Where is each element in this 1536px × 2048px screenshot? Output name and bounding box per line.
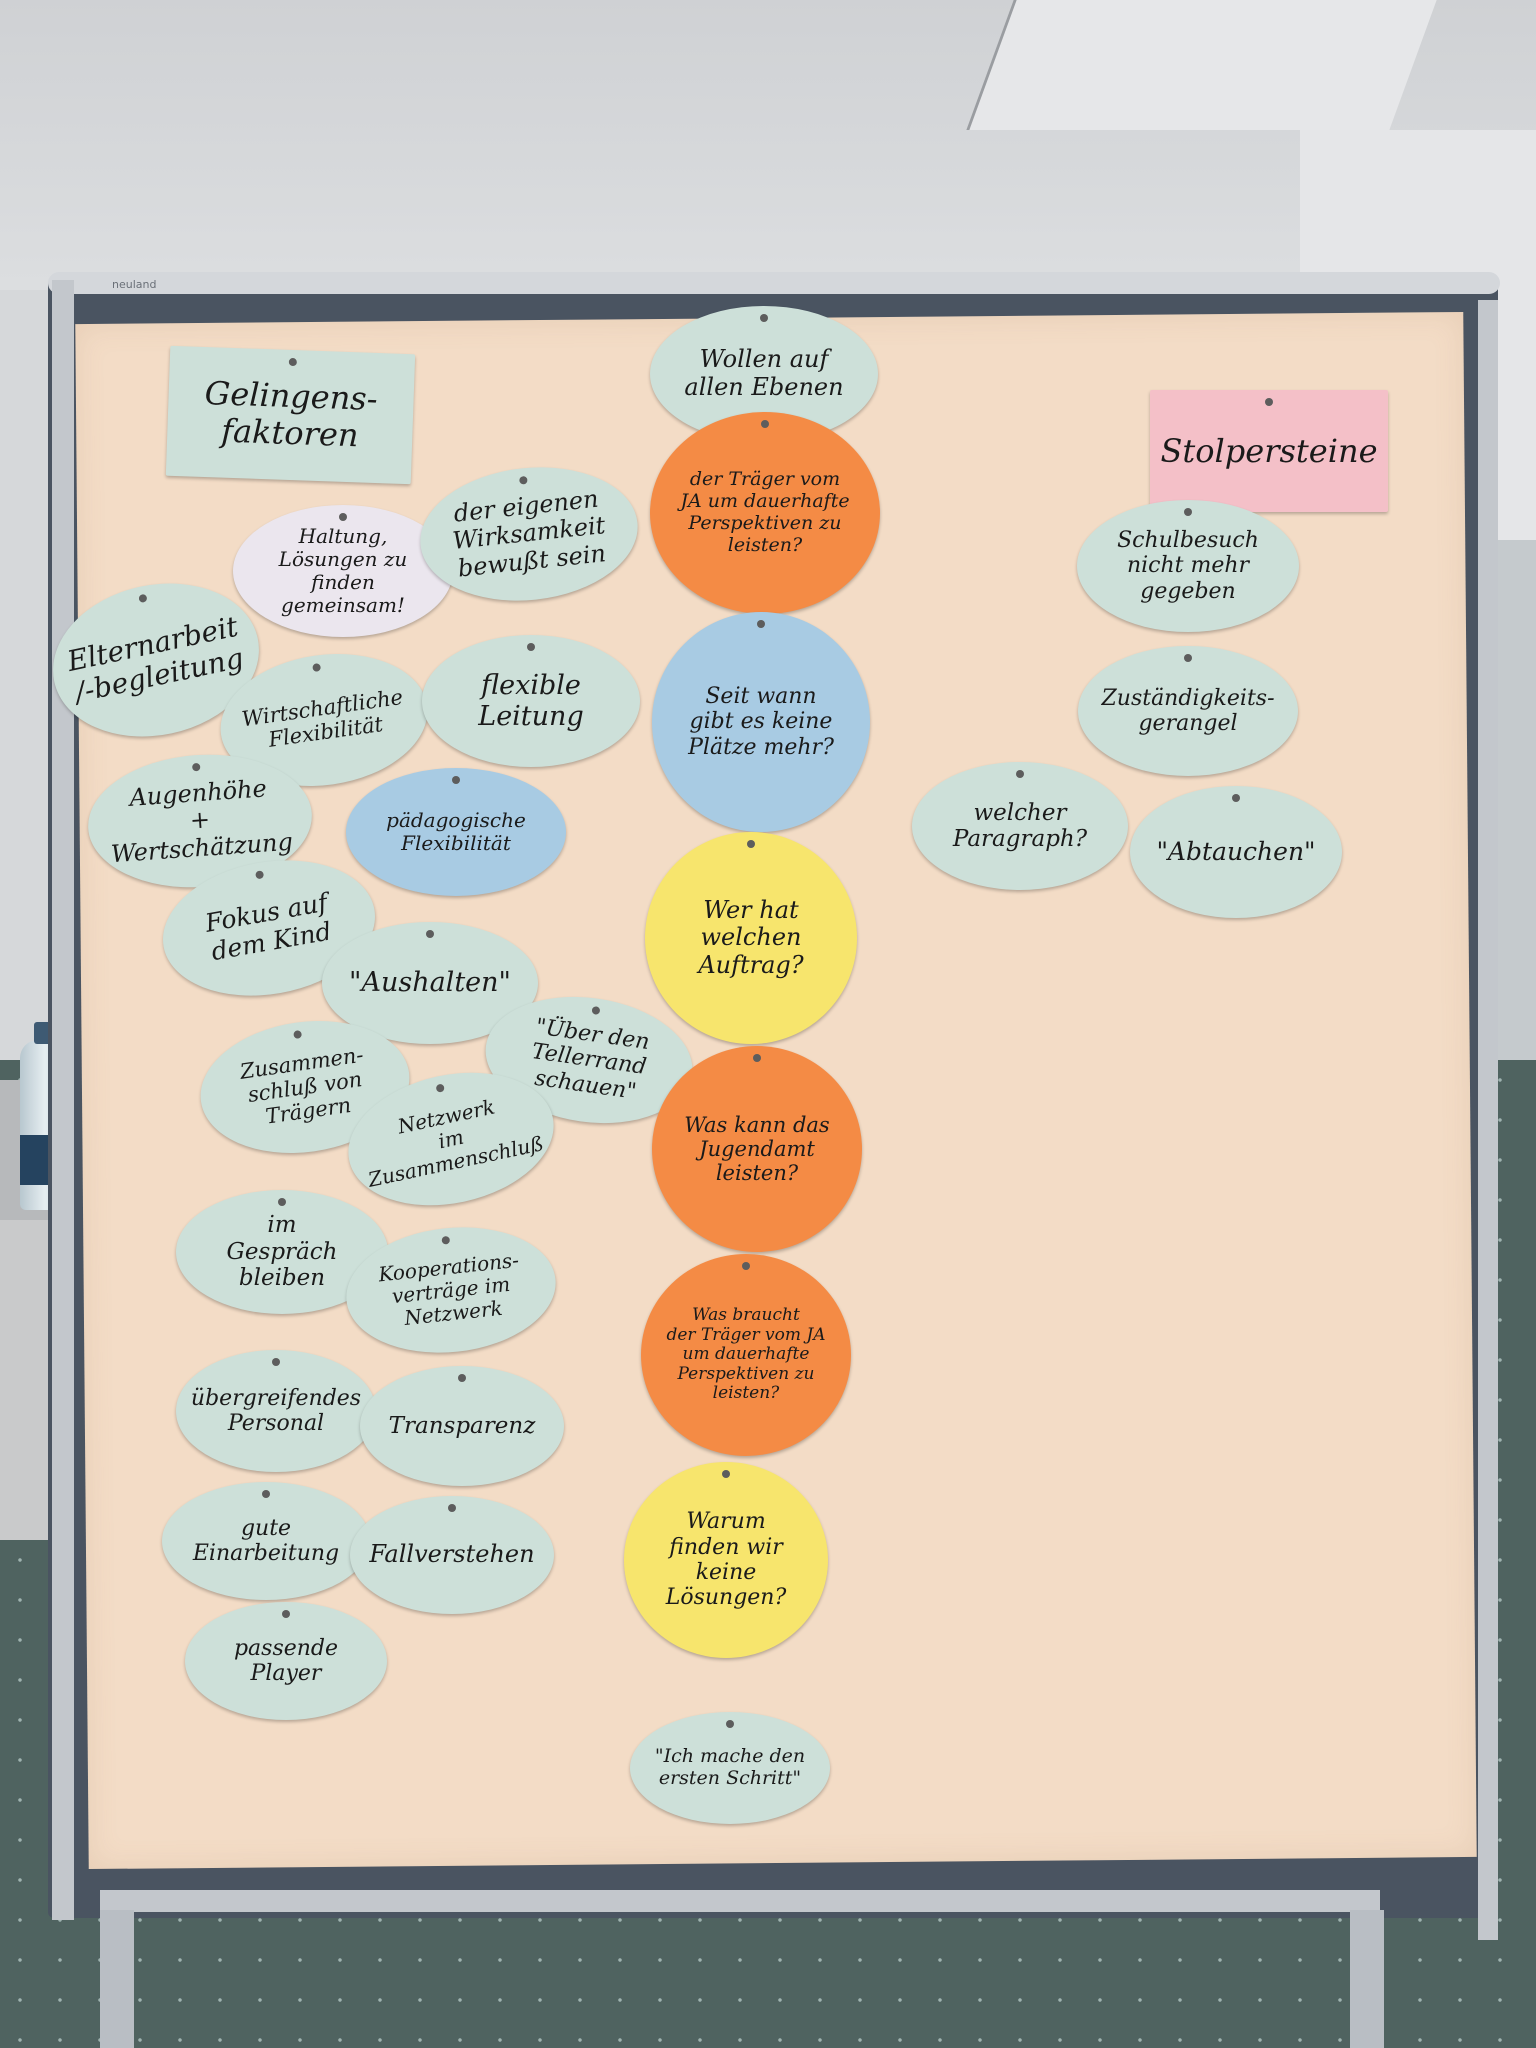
- card-gute-einarbeitung: gute Einarbeitung: [162, 1482, 370, 1600]
- card-flexible-leitung: flexible Leitung: [422, 635, 640, 767]
- push-pin: [760, 314, 768, 322]
- card-abtauchen: "Abtauchen": [1130, 786, 1342, 918]
- push-pin: [1016, 770, 1024, 778]
- push-pin: [191, 762, 201, 772]
- card-was-braucht-traeger: Was braucht der Träger vom JA um dauerha…: [641, 1254, 851, 1456]
- card-wer-hat-auftrag: Wer hat welchen Auftrag?: [645, 832, 857, 1044]
- push-pin: [448, 1504, 456, 1512]
- push-pin: [1184, 654, 1192, 662]
- push-pin: [1184, 508, 1192, 516]
- push-pin: [747, 840, 755, 848]
- card-transparenz: Transparenz: [360, 1366, 564, 1486]
- push-pin: [435, 1083, 445, 1093]
- push-pin: [753, 1054, 761, 1062]
- card-ersten-schritt: "Ich mache den ersten Schritt": [630, 1712, 830, 1824]
- board-frame-bottom: [100, 1890, 1380, 1912]
- push-pin: [293, 1029, 303, 1040]
- card-was-kann-jugendamt: Was kann das Jugendamt leisten?: [652, 1046, 862, 1252]
- card-welcher-paragraph: welcher Paragraph?: [912, 762, 1128, 890]
- push-pin: [312, 662, 322, 673]
- brand-label: neuland: [112, 278, 157, 291]
- push-pin: [288, 357, 297, 367]
- push-pin: [761, 420, 769, 428]
- push-pin: [757, 620, 765, 628]
- card-uebergreifendes-personal: übergreifendes Personal: [176, 1350, 376, 1472]
- push-pin: [426, 930, 434, 938]
- card-haltung: Haltung, Lösungen zu finden gemeinsam!: [233, 505, 453, 637]
- push-pin: [339, 513, 347, 521]
- push-pin: [518, 475, 528, 485]
- push-pin: [262, 1490, 270, 1498]
- card-traeger-perspektiven-1: der Träger vom JA um dauerhafte Perspekt…: [650, 412, 880, 614]
- card-zustaendigkeitsgerangel: Zuständigkeits- gerangel: [1078, 646, 1298, 776]
- push-pin: [527, 643, 535, 651]
- push-pin: [441, 1235, 451, 1245]
- push-pin: [591, 1005, 601, 1016]
- push-pin: [742, 1262, 750, 1270]
- push-pin: [254, 870, 265, 880]
- push-pin: [1232, 794, 1240, 802]
- push-pin: [278, 1198, 286, 1206]
- push-pin: [272, 1358, 280, 1366]
- card-warum-keine-loesungen: Warum finden wir keine Lösungen?: [624, 1462, 828, 1658]
- push-pin: [282, 1610, 290, 1618]
- doorway: [1495, 540, 1536, 1060]
- board-leg-left: [100, 1910, 134, 2048]
- board-frame-left: [52, 280, 74, 1920]
- card-seit-wann: Seit wann gibt es keine Plätze mehr?: [652, 612, 870, 832]
- card-fallverstehen: Fallverstehen: [350, 1496, 554, 1614]
- card-passende-player: passende Player: [185, 1602, 387, 1720]
- ceiling-panel: [966, 0, 1437, 130]
- card-schulbesuch: Schulbesuch nicht mehr gegeben: [1077, 500, 1299, 632]
- header-stolpersteine: Stolpersteine: [1150, 390, 1388, 512]
- board-leg-right: [1350, 1910, 1384, 2048]
- board-frame-right: [1478, 300, 1498, 1940]
- push-pin: [458, 1374, 466, 1382]
- board-frame-top: [48, 272, 1500, 294]
- push-pin: [726, 1720, 734, 1728]
- card-paedagogische-flexibilitaet: pädagogische Flexibilität: [346, 768, 566, 896]
- push-pin: [452, 776, 460, 784]
- push-pin: [1265, 398, 1273, 406]
- push-pin: [138, 593, 148, 604]
- header-gelingensfaktoren: Gelingens- faktoren: [165, 345, 416, 485]
- push-pin: [722, 1470, 730, 1478]
